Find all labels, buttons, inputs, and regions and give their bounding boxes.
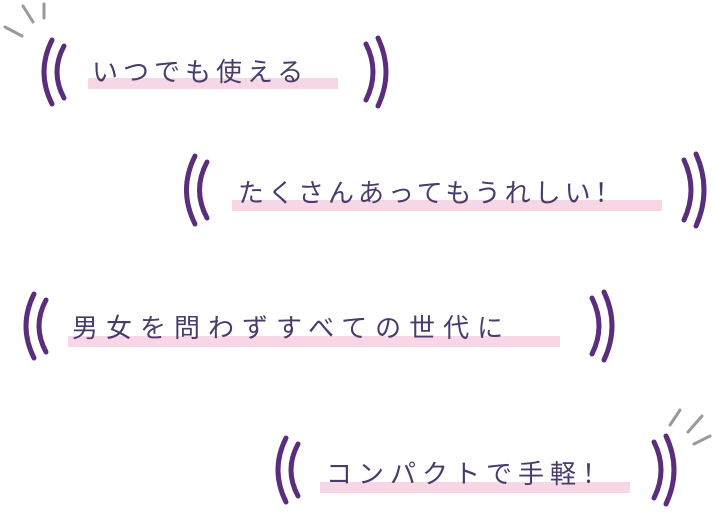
text-highlight <box>88 78 338 89</box>
sparkle-lines-icon <box>3 2 712 446</box>
phrase-text: いつでも使える <box>92 58 309 88</box>
right-double-bracket-icon <box>589 289 615 363</box>
right-double-bracket-icon <box>363 35 389 109</box>
left-double-bracket-icon <box>41 37 67 107</box>
phrase-text: 男女を問わずすべての世代に <box>72 314 512 344</box>
text-highlight <box>68 336 560 347</box>
left-double-bracket-icon <box>275 435 301 505</box>
text-highlight <box>232 200 662 211</box>
phrase-text: コンパクトで手軽！ <box>326 460 615 490</box>
left-double-bracket-icon <box>23 291 49 361</box>
left-double-bracket-icon <box>184 153 210 227</box>
phrase-text: たくさんあってもうれしい！ <box>238 179 625 209</box>
right-double-bracket-icon <box>681 151 707 229</box>
text-highlight <box>320 482 630 493</box>
right-double-bracket-icon <box>651 433 677 507</box>
